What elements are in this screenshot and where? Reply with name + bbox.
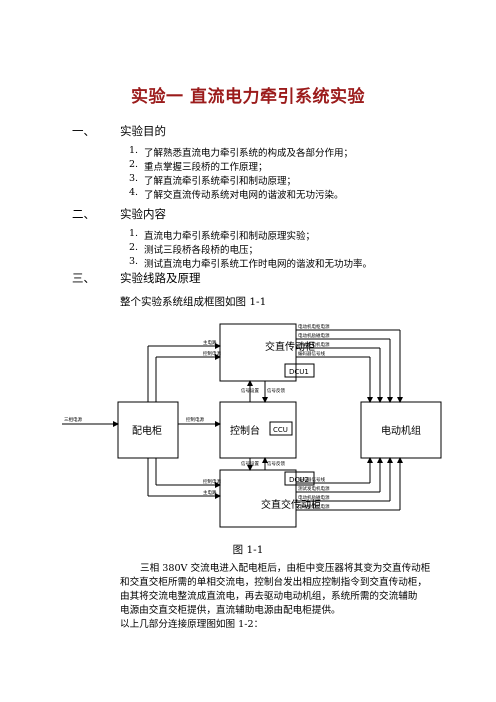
figure-intro: 整个实验系统组成框图如图 1-1: [120, 296, 267, 308]
motor-set-label: 电动机组: [381, 424, 421, 437]
wire-label: 电动机电枢电源: [298, 503, 330, 510]
grid-input-label: 三相电源: [64, 416, 82, 423]
dcu1-box: [284, 363, 315, 378]
figure-caption: 图 1-1: [232, 544, 264, 556]
signal-feedback-label: 信号反馈: [267, 460, 285, 467]
ac-dc-ac-cabinet-label: 交直交传动柜: [261, 498, 321, 511]
wire-label: 电动机励磁电源: [298, 494, 330, 501]
control-power-label: 控制电源: [203, 478, 221, 485]
wire-label: 测试发电机电源: [298, 485, 330, 492]
main-circuit-label: 主电路: [203, 339, 217, 346]
wire-label: 测试发电机电源: [298, 341, 330, 348]
main-circuit-label: 主电路: [203, 489, 217, 496]
body-paragraph: 三相 380V 交流电进入配电柜后，由柜中变压器将其变为交直传动柜 和交直交柜所…: [120, 563, 431, 630]
document-title: 实验一 直流电力牵引系统实验: [131, 87, 365, 107]
signal-set-label: 信号设置: [241, 460, 259, 467]
distribution-cabinet-label: 配电柜: [132, 424, 162, 437]
wire-label: 电动机励磁电源: [298, 332, 330, 339]
wire-label: 编码器信号线: [298, 350, 325, 357]
console-label: 控制台: [230, 424, 260, 437]
wire-label: 电动机电枢电源: [298, 323, 330, 330]
signal-set-label: 信号设置: [241, 387, 259, 394]
dc-drive-cabinet-block: [219, 323, 297, 382]
ccu-box: [269, 421, 293, 436]
dcu2-label: DCU2: [289, 476, 309, 484]
dc-drive-cabinet-label: 交直传动柜: [265, 340, 315, 353]
control-power-label: 控制电源: [186, 416, 204, 423]
wire-label: 编码器信号线: [298, 476, 325, 483]
dcu1-label: DCU1: [289, 368, 309, 376]
system-block-diagram: 交直传动柜 DCU1 交直交传动柜 DCU2 配电柜 控制台 CCU 电动机组 …: [62, 323, 442, 528]
control-power-label: 控制电源: [203, 350, 221, 357]
dcu2-box: [284, 471, 315, 486]
signal-feedback-label: 信号反馈: [267, 387, 285, 394]
ccu-label: CCU: [273, 426, 288, 434]
console-block: [219, 401, 297, 459]
